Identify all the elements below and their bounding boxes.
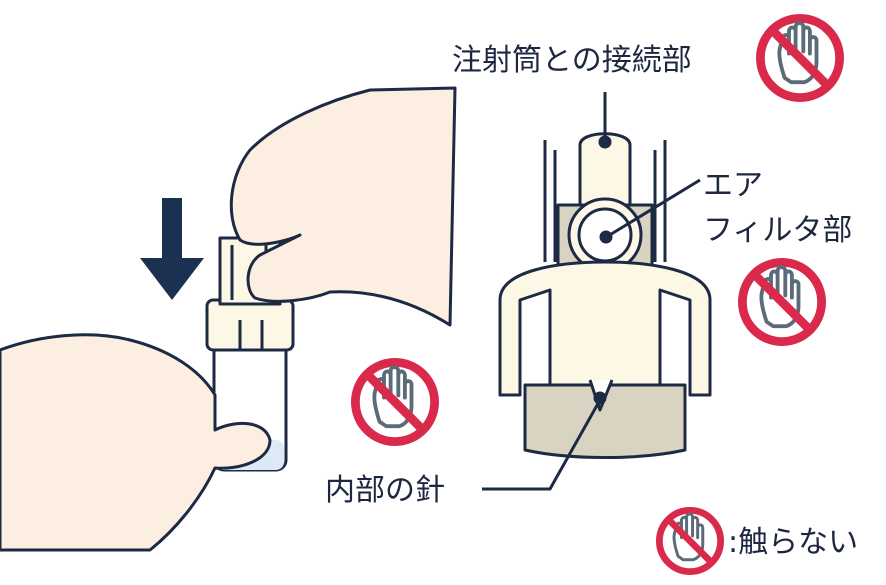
- label-air-filter-1: エア: [703, 168, 763, 203]
- leader-lines: [482, 92, 701, 491]
- label-inner-needle: 内部の針: [325, 473, 445, 508]
- label-syringe-connection: 注射筒との接続部: [452, 43, 692, 78]
- lower-hand: [0, 333, 272, 552]
- no-touch-hand-icon: [760, 18, 839, 97]
- no-touch-hand-icon: [742, 262, 821, 341]
- no-touch-hand-icon: [659, 510, 720, 571]
- down-arrow-icon: [140, 198, 204, 300]
- label-air-filter-2: フィルタ部: [703, 213, 852, 248]
- no-touch-hand-icon: [355, 362, 434, 441]
- legend-label: :触らない: [728, 525, 858, 560]
- upper-hand: [229, 86, 457, 327]
- adapter-device: [498, 132, 712, 459]
